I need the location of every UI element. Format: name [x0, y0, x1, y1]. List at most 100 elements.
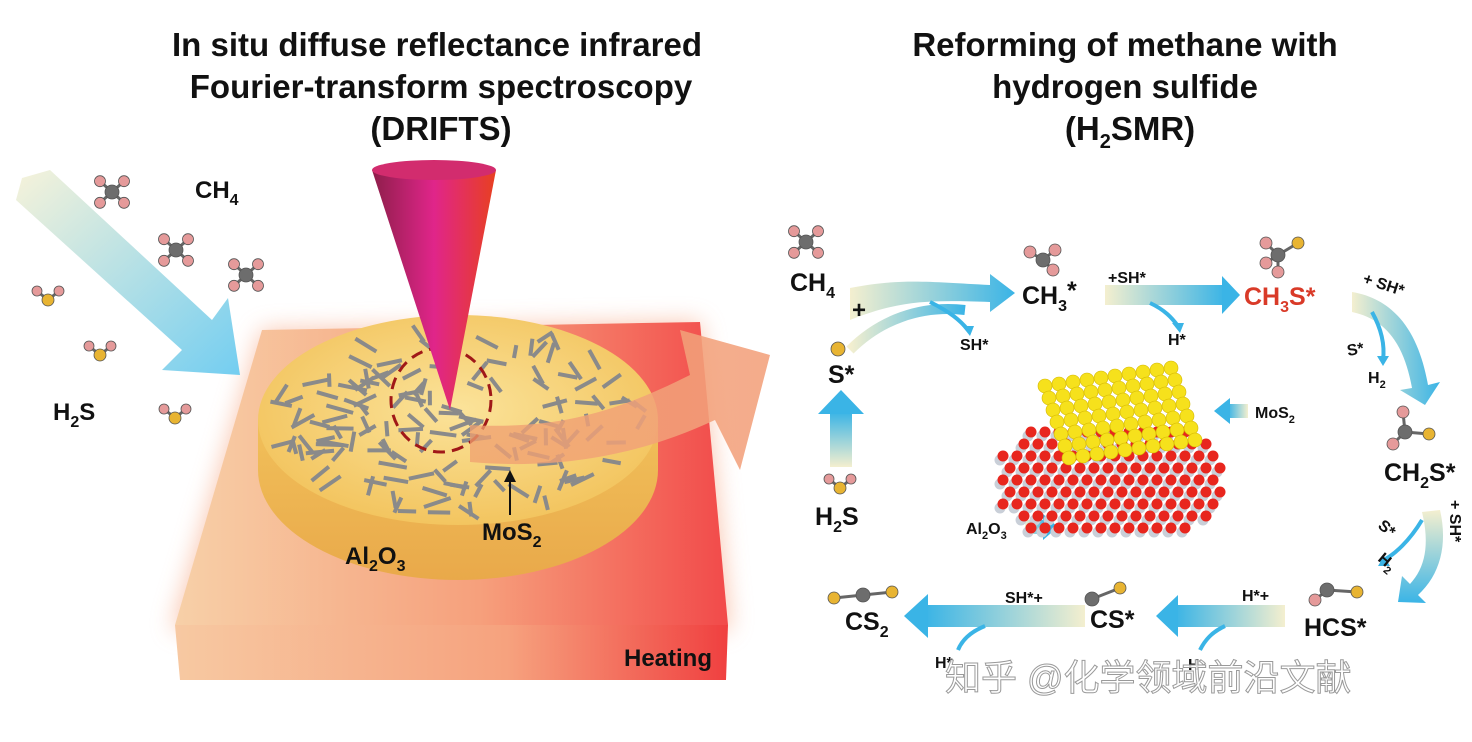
- oxygen-atom: [1208, 499, 1219, 510]
- sulfur-atom: [1423, 428, 1435, 440]
- step4-sh-in-label: + SH*: [1446, 500, 1463, 543]
- oxygen-atom: [1187, 511, 1198, 522]
- plus-sh-label: +SH*: [1108, 270, 1147, 287]
- hydrogen-atom: [789, 226, 800, 237]
- ir-beam-top: [372, 160, 496, 180]
- oxygen-atom: [1131, 511, 1142, 522]
- mos2-cluster-label: MoS2: [1255, 405, 1295, 426]
- oxygen-atom: [1019, 439, 1030, 450]
- oxygen-atom: [1180, 499, 1191, 510]
- sulfur-atom: [42, 294, 54, 306]
- sulfur-atom: [1292, 237, 1304, 249]
- hydrogen-atom: [1049, 244, 1061, 256]
- left-h2s-label: H2S: [53, 399, 95, 431]
- oxygen-atom: [1075, 511, 1086, 522]
- oxygen-atom: [1061, 511, 1072, 522]
- oxygen-atom: [1054, 499, 1065, 510]
- left-ch4-label: CH4: [195, 177, 239, 209]
- hydrogen-atom: [159, 234, 170, 245]
- carbon-atom: [1271, 248, 1285, 262]
- al2o3-cluster-label: Al2O3: [966, 521, 1007, 542]
- oxygen-atom: [1033, 463, 1044, 474]
- hydrogen-atom: [813, 247, 824, 258]
- hydrogen-atom: [32, 286, 42, 296]
- oxygen-atom: [1019, 511, 1030, 522]
- oxygen-atom: [1075, 487, 1086, 498]
- hydrogen-atom: [95, 197, 106, 208]
- oxygen-atom: [1047, 439, 1058, 450]
- hydrogen-atom: [1272, 266, 1284, 278]
- oxygen-atom: [1026, 523, 1037, 534]
- step3-h2-out-label: H2: [1368, 370, 1386, 391]
- oxygen-atom: [1180, 523, 1191, 534]
- oxygen-atom: [1166, 475, 1177, 486]
- arrow-cs-to-cs2-head: [904, 594, 928, 638]
- h2s-molecule: [159, 404, 191, 424]
- mos2-atom: [1118, 443, 1132, 457]
- arrow-h-out-1: [1150, 303, 1178, 326]
- oxygen-atom: [1040, 523, 1051, 534]
- oxygen-atom: [1110, 523, 1121, 534]
- hydrogen-atom: [1024, 246, 1036, 258]
- oxygen-atom: [1145, 511, 1156, 522]
- oxygen-atom: [1124, 523, 1135, 534]
- oxygen-atom: [1096, 523, 1107, 534]
- oxygen-atom: [1054, 523, 1065, 534]
- oxygen-atom: [1082, 499, 1093, 510]
- hydrogen-atom: [183, 234, 194, 245]
- hydrogen-atom: [119, 176, 130, 187]
- oxygen-atom: [1173, 463, 1184, 474]
- oxygen-atom: [1124, 475, 1135, 486]
- oxygen-atom: [1180, 475, 1191, 486]
- oxygen-atom: [1110, 475, 1121, 486]
- ch3s-molecule: [1260, 237, 1304, 278]
- hydrogen-atom: [229, 280, 240, 291]
- arrow-cs-to-cs2: [925, 605, 1085, 627]
- oxygen-atom: [1082, 475, 1093, 486]
- mos2-rod: [450, 485, 469, 488]
- arrow-mos2-pointer-head: [1214, 398, 1230, 424]
- oxygen-atom: [998, 499, 1009, 510]
- methane-molecule: [789, 226, 824, 259]
- oxygen-atom: [1012, 499, 1023, 510]
- cs-molecule: [1085, 582, 1126, 606]
- oxygen-atom: [1180, 451, 1191, 462]
- hydrogen-atom: [846, 474, 856, 484]
- right-title: Reforming of methane with hydrogen sulfi…: [912, 26, 1337, 153]
- oxygen-atom: [1124, 499, 1135, 510]
- hydrogen-atom: [159, 255, 170, 266]
- oxygen-atom: [1019, 463, 1030, 474]
- cs2-molecule: [828, 586, 898, 604]
- ch3-star-label: CH3*: [1022, 277, 1077, 315]
- arrow-hcs-to-cs: [1175, 605, 1285, 627]
- arrow-h2s-to-s: [830, 412, 852, 467]
- arrow-h2s-to-s-head: [818, 390, 864, 414]
- carbon-atom: [105, 185, 119, 199]
- plus-sign: +: [852, 297, 866, 324]
- oxygen-atom: [1040, 427, 1051, 438]
- oxygen-atom: [998, 475, 1009, 486]
- h2s-molecule: [84, 341, 116, 361]
- oxygen-atom: [1054, 475, 1065, 486]
- oxygen-atom: [1173, 487, 1184, 498]
- arrow-s-h2-out-1-head: [1377, 356, 1389, 366]
- mos2-atom: [1090, 447, 1104, 461]
- oxygen-atom: [1131, 463, 1142, 474]
- arrow-mos2-pointer: [1228, 404, 1248, 418]
- oxygen-atom: [1145, 487, 1156, 498]
- hydrogen-atom: [1260, 237, 1272, 249]
- s-star-label: S*: [828, 361, 855, 389]
- mos2-atom: [1062, 451, 1076, 465]
- mos2-rod: [530, 339, 532, 356]
- mos2-rod: [398, 429, 423, 430]
- oxygen-atom: [1047, 463, 1058, 474]
- h2s-molecule: [824, 474, 856, 494]
- arrow-h-out-2: [1200, 626, 1225, 650]
- carbon-atom: [1398, 425, 1412, 439]
- oxygen-atom: [1033, 439, 1044, 450]
- oxygen-atom: [1159, 463, 1170, 474]
- oxygen-atom: [1138, 523, 1149, 534]
- hcs-star-label: HCS*: [1304, 614, 1367, 642]
- hydrogen-atom: [106, 341, 116, 351]
